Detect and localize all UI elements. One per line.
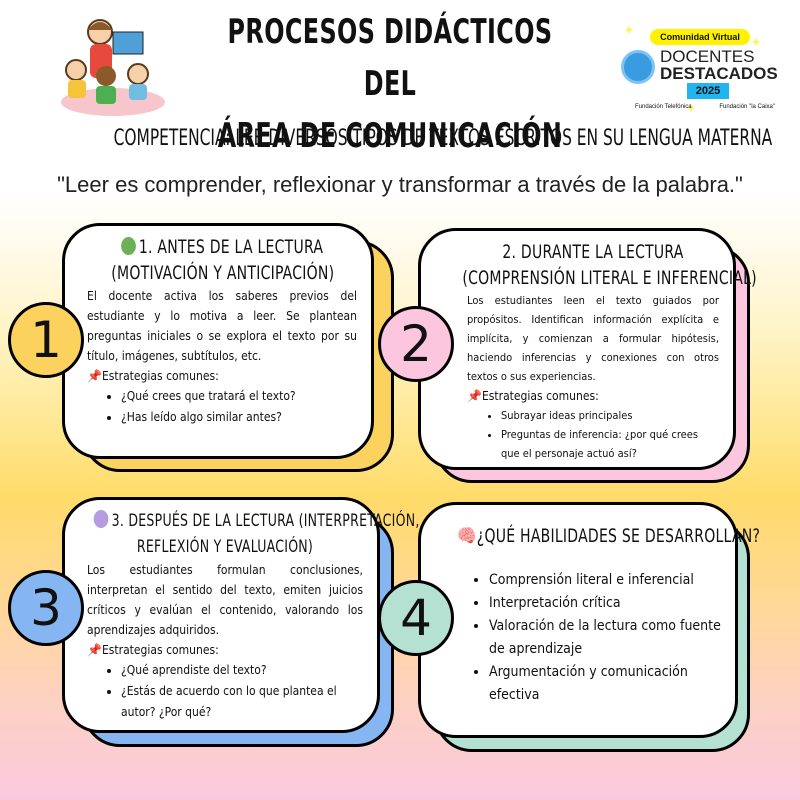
purple-circle-icon bbox=[93, 510, 109, 528]
card-3-title: 3. DESPUÉS DE LA LECTURA (INTERPRETACIÓN… bbox=[93, 508, 419, 534]
brain-icon: 🧠 bbox=[457, 525, 477, 547]
card-despues-de-la-lectura: 3. DESPUÉS DE LA LECTURA (INTERPRETACIÓN… bbox=[62, 497, 419, 733]
sparkle-icon: ✦ bbox=[623, 22, 635, 38]
skill-item: Interpretación crítica bbox=[489, 592, 721, 615]
pushpin-icon: 📌 bbox=[87, 369, 102, 383]
strategy-item: ¿Has leído algo similar antes? bbox=[121, 407, 357, 428]
sponsor-logos: Fundación Telefónica Fundación "la Caixa… bbox=[635, 104, 775, 110]
sponsor-telefonica: Fundación Telefónica bbox=[635, 104, 692, 110]
card-durante-la-lectura: 2. DURANTE LA LECTURA (COMPRENSIÓN LITER… bbox=[418, 228, 757, 470]
page-title: PROCESOS DIDÁCTICOS DEL ÁREA DE COMUNICA… bbox=[203, 6, 577, 162]
card-1-body: El docente activa los saberes previos de… bbox=[87, 289, 357, 363]
badge-year: 2025 bbox=[687, 83, 729, 99]
card-2-title: 2. DURANTE LA LECTURA bbox=[502, 241, 684, 263]
card-3-body: Los estudiantes formulan conclusiones, i… bbox=[87, 563, 363, 637]
strategy-item: ¿Qué aprendiste del texto? bbox=[121, 660, 363, 681]
card-3-subtitle: REFLEXIÓN Y EVALUACIÓN) bbox=[136, 537, 314, 557]
card-antes-de-la-lectura: 1. ANTES DE LA LECTURA (MOTIVACIÓN Y ANT… bbox=[62, 223, 374, 459]
badge-line-1: DOCENTES bbox=[660, 47, 755, 66]
card-1-subtitle: (MOTIVACIÓN Y ANTICIPACIÓN) bbox=[111, 262, 335, 284]
strategy-item: Preguntas de inferencia: ¿por qué crees … bbox=[501, 425, 719, 463]
card-2-strategies: Subrayar ideas principales Preguntas de … bbox=[501, 406, 719, 463]
card-3-strategies: ¿Qué aprendiste del texto? ¿Estás de acu… bbox=[121, 660, 363, 723]
skill-item: Comprensión literal e inferencial bbox=[489, 569, 721, 592]
card-2-strategies-label: 📌Estrategias comunes: bbox=[467, 389, 599, 403]
card-habilidades: 🧠¿QUÉ HABILIDADES SE DESARROLLAN? Compre… bbox=[418, 502, 761, 738]
card-1-title: 1. ANTES DE LA LECTURA bbox=[111, 234, 332, 260]
pushpin-icon: 📌 bbox=[87, 643, 102, 657]
badge-line-2: DESTACADOS bbox=[660, 64, 778, 83]
card-2-body: Los estudiantes leen el texto guiados po… bbox=[467, 294, 719, 383]
strategy-item: ¿Estás de acuerdo con lo que plantea el … bbox=[121, 681, 363, 723]
card-1-strategies-label: 📌Estrategias comunes: bbox=[87, 369, 219, 383]
title-line-2: ÁREA DE COMUNICACIÓN bbox=[217, 116, 563, 156]
card-4-title: 🧠¿QUÉ HABILIDADES SE DESARROLLAN? bbox=[457, 525, 761, 547]
skill-item: Valoración de la lectura como fuente de … bbox=[489, 615, 721, 661]
sparkle-icon: ✦ bbox=[685, 100, 697, 116]
docentes-destacados-badge: ✦ ✦ ✦ Comunidad Virtual DOCENTES DESTACA… bbox=[615, 22, 785, 122]
step-number-3: 3 bbox=[8, 570, 84, 646]
card-4-skills: Comprensión literal e inferencial Interp… bbox=[489, 569, 721, 707]
medal-star-icon bbox=[621, 50, 655, 84]
pushpin-icon: 📌 bbox=[467, 389, 482, 403]
skill-item: Argumentación y comunicación efectiva bbox=[489, 661, 721, 707]
badge-community-pill: Comunidad Virtual bbox=[650, 29, 750, 45]
step-number-4: 4 bbox=[378, 580, 454, 656]
card-3-strategies-label: 📌Estrategias comunes: bbox=[87, 643, 219, 657]
competencia-heading: COMPETENCIA: LEE DIVERSOS TIPOS DE TEXTO… bbox=[113, 126, 773, 151]
quote: "Leer es comprender, reflexionar y trans… bbox=[57, 172, 743, 197]
green-circle-icon bbox=[120, 237, 136, 255]
sponsor-la-caixa: Fundación "la Caixa" bbox=[719, 104, 775, 110]
card-1-strategies: ¿Qué crees que tratará el texto? ¿Has le… bbox=[121, 386, 357, 428]
strategy-item: ¿Qué crees que tratará el texto? bbox=[121, 386, 357, 407]
strategy-item: Subrayar ideas principales bbox=[501, 406, 719, 425]
card-2-subtitle: (COMPRENSIÓN LITERAL E INFERENCIAL) bbox=[462, 267, 757, 289]
step-number-2: 2 bbox=[378, 306, 454, 382]
title-line-1: PROCESOS DIDÁCTICOS DEL bbox=[227, 12, 553, 104]
step-number-1: 1 bbox=[8, 302, 84, 378]
teacher-reading-illustration bbox=[58, 10, 168, 118]
sparkle-icon: ✦ bbox=[750, 34, 762, 50]
